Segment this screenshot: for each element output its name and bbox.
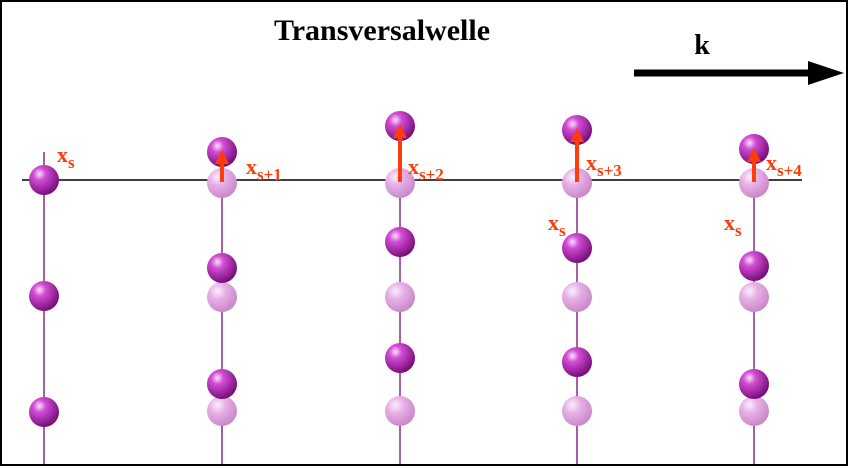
atom	[562, 233, 592, 263]
label-xs-lower: xs	[724, 210, 742, 240]
atom	[385, 343, 415, 373]
label-xs1: xs+1	[246, 154, 282, 184]
displacement-labels: xs xs+1 xs+2 xs+3 xs+4 xs xs	[57, 142, 802, 240]
displacement-arrow	[215, 150, 229, 182]
equilibrium-atom	[207, 396, 237, 426]
equilibrium-atom	[562, 396, 592, 426]
atom	[739, 251, 769, 281]
displacement-arrow	[570, 128, 584, 182]
displacement-arrow	[393, 124, 407, 182]
equilibrium-atom	[739, 282, 769, 312]
equilibrium-atom	[739, 168, 769, 198]
equilibrium-atom	[739, 396, 769, 426]
diagram-title: Transversalwelle	[274, 14, 490, 47]
displacement-arrow	[747, 148, 761, 182]
atom	[29, 397, 59, 427]
label-xs-lower: xs	[548, 210, 566, 240]
equilibrium-atom	[207, 168, 237, 198]
equilibrium-atoms	[207, 168, 769, 426]
equilibrium-atom	[385, 396, 415, 426]
equilibrium-atom	[385, 168, 415, 198]
atom	[207, 253, 237, 283]
equilibrium-atom	[207, 282, 237, 312]
label-xs2: xs+2	[408, 154, 444, 184]
wave-vector-arrow	[634, 61, 844, 85]
label-xs: xs	[57, 142, 75, 172]
equilibrium-atom	[385, 282, 415, 312]
equilibrium-atom	[562, 168, 592, 198]
atom	[29, 281, 59, 311]
wave-vector-label: k	[694, 30, 710, 61]
atom	[739, 369, 769, 399]
label-xs4: xs+4	[766, 150, 802, 180]
atom	[562, 347, 592, 377]
label-xs3: xs+3	[586, 150, 622, 180]
atom	[29, 165, 59, 195]
displacement-arrows	[215, 124, 761, 182]
atom	[207, 369, 237, 399]
equilibrium-atom	[562, 282, 592, 312]
atom	[385, 227, 415, 257]
